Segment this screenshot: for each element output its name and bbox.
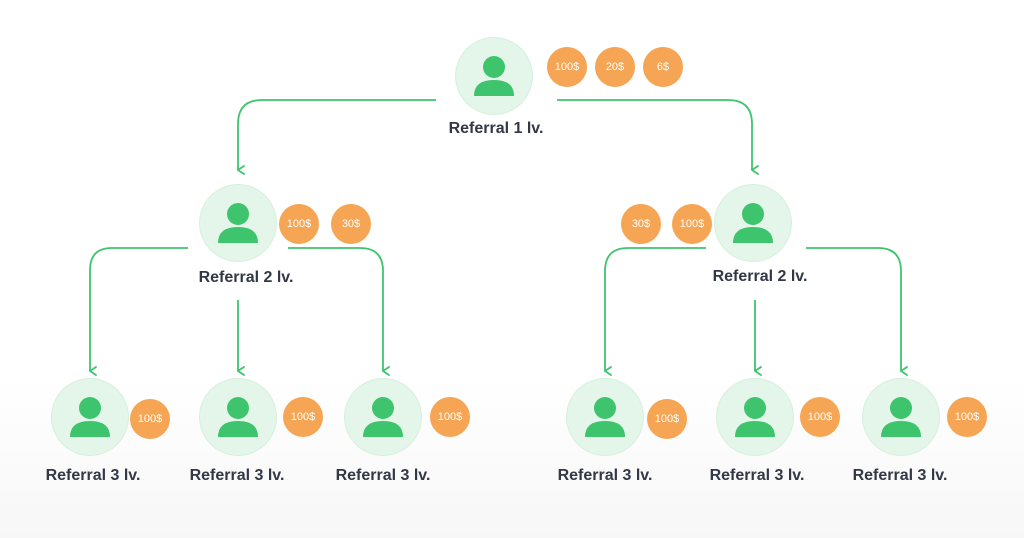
reward-badge: 100$ [130, 399, 170, 439]
referral-l3-node [345, 379, 421, 455]
connector-l1-to-l2-left [237, 99, 436, 175]
referral-l3-label: Referral 3 lv. [45, 467, 141, 484]
referral-l2-label: Referral 2 lv. [198, 269, 294, 286]
connector-l2a-to-l3-3 [288, 247, 390, 376]
connector-l2a-to-l3-1 [89, 247, 188, 376]
user-icon [218, 397, 258, 437]
connector-l1-to-l2-right [557, 99, 759, 175]
referral-l3-node [567, 379, 643, 455]
user-icon [881, 397, 921, 437]
referral-l3-label: Referral 3 lv. [557, 467, 653, 484]
user-icon [70, 397, 110, 437]
referral-l3-node [52, 379, 128, 455]
reward-badge: 30$ [621, 204, 661, 244]
referral-l1-node [456, 38, 532, 114]
reward-badge: 100$ [647, 399, 687, 439]
referral-l3-label: Referral 3 lv. [335, 467, 431, 484]
reward-badge: 100$ [430, 397, 470, 437]
reward-badge: 100$ [547, 47, 587, 87]
referral-l3-node [200, 379, 276, 455]
user-icon [474, 56, 514, 96]
reward-badge: 100$ [279, 204, 319, 244]
referral-l3-label: Referral 3 lv. [189, 467, 285, 484]
referral-l3-label: Referral 3 lv. [852, 467, 948, 484]
user-icon [585, 397, 625, 437]
user-icon [218, 203, 258, 243]
reward-badge: 100$ [283, 397, 323, 437]
reward-badge: 100$ [947, 397, 987, 437]
referral-l2-node [200, 185, 276, 261]
reward-badge: 20$ [595, 47, 635, 87]
referral-l2-label: Referral 2 lv. [712, 268, 808, 285]
reward-badge: 100$ [672, 204, 712, 244]
reward-badge: 100$ [800, 397, 840, 437]
user-icon [735, 397, 775, 437]
reward-badge: 6$ [643, 47, 683, 87]
referral-l2-node [715, 185, 791, 261]
referral-l3-label: Referral 3 lv. [709, 467, 805, 484]
referral-l3-node [863, 379, 939, 455]
user-icon [733, 203, 773, 243]
connector-l2b-to-l3-1 [604, 247, 706, 376]
referral-l3-node [717, 379, 793, 455]
connector-l2b-to-l3-3 [806, 247, 908, 376]
referral-l1-label: Referral 1 lv. [448, 120, 544, 137]
reward-badge: 30$ [331, 204, 371, 244]
user-icon [363, 397, 403, 437]
